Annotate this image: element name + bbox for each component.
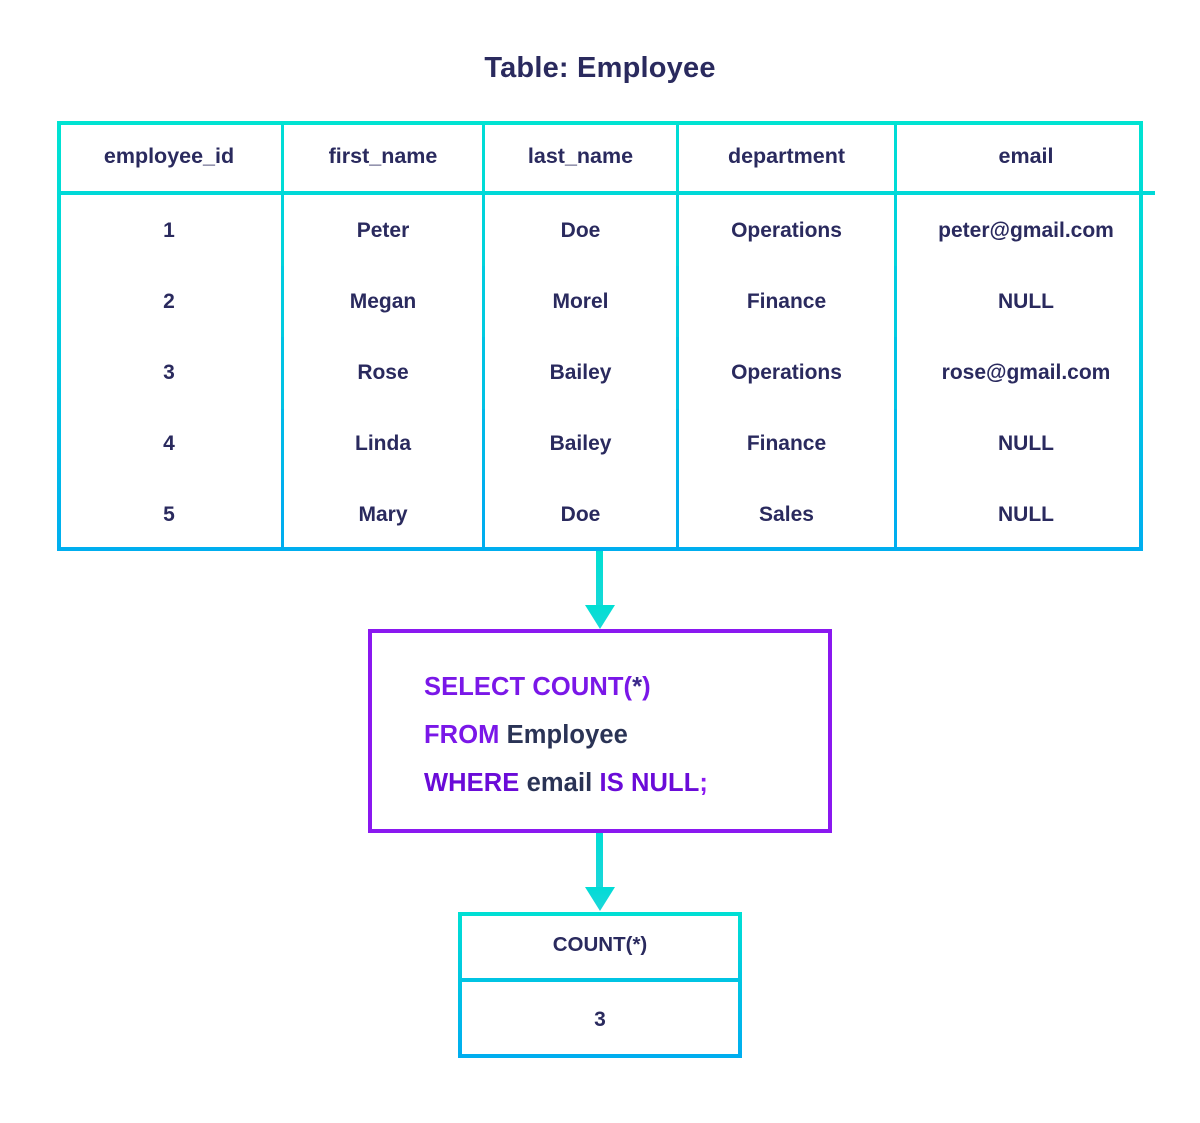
column-header-email: email: [895, 121, 1155, 195]
cell-employee-id: 5: [57, 479, 284, 551]
cell-department: Finance: [677, 408, 897, 480]
column-header-last-name: last_name: [483, 121, 679, 195]
result-table-row: 3: [458, 980, 742, 1058]
cell-employee-id: 2: [57, 266, 284, 338]
cell-first-name: Peter: [282, 193, 485, 267]
arrow-down-icon-query-to-result: [585, 833, 615, 911]
result-column-header-count: COUNT(*): [458, 912, 742, 982]
sql-keyword-where: WHERE: [424, 769, 520, 797]
source-table-grid: employee_id first_name last_name departm…: [57, 121, 1155, 551]
cell-last-name: Bailey: [483, 337, 679, 409]
cell-first-name: Rose: [282, 337, 485, 409]
cell-email: peter@gmail.com: [938, 218, 1114, 242]
cell-email: rose@gmail.com: [941, 361, 1111, 384]
cell-last-name: Morel: [483, 266, 679, 338]
cell-first-name: Megan: [282, 266, 485, 338]
sql-close-paren: ): [642, 673, 651, 701]
cell-email: NULL: [998, 289, 1054, 313]
column-header-employee-id: employee_id: [57, 121, 284, 195]
result-table-header-row: COUNT(*): [458, 912, 742, 982]
sql-keyword-is-null: IS NULL: [599, 769, 700, 797]
source-table-header-row: employee_id first_name last_name departm…: [57, 121, 1155, 195]
column-header-department: department: [677, 121, 897, 195]
column-header-first-name: first_name: [282, 121, 485, 195]
sql-star-glyph: *: [632, 673, 643, 701]
cell-first-name: Mary: [282, 479, 485, 551]
sql-keyword-from: FROM: [424, 721, 500, 749]
source-table: employee_id first_name last_name departm…: [57, 121, 1155, 551]
table-row: 3 Rose Bailey Operations rose@gmail.com: [57, 337, 1155, 409]
result-table: COUNT(*) 3: [458, 912, 742, 1058]
table-row: 2 Megan Morel Finance NULL: [57, 266, 1155, 338]
cell-first-name: Linda: [282, 408, 485, 480]
table-row: 1 Peter Doe Operations peter@gmail.com: [57, 193, 1155, 267]
cell-employee-id: 4: [57, 408, 284, 480]
table-row: 5 Mary Doe Sales NULL: [57, 479, 1155, 551]
result-table-grid: COUNT(*) 3: [458, 912, 742, 1058]
page-title: Table: Employee: [484, 52, 716, 84]
table-row: 4 Linda Bailey Finance NULL: [57, 408, 1155, 480]
cell-employee-id: 3: [57, 337, 284, 409]
cell-employee-id: 1: [57, 193, 284, 267]
sql-terminator: ;: [699, 769, 708, 797]
result-cell-count-value: 3: [594, 1008, 606, 1031]
arrow-down-icon-table-to-query: [585, 551, 615, 629]
sql-keyword-select-count: SELECT COUNT: [424, 673, 624, 701]
cell-last-name: Doe: [483, 193, 679, 267]
cell-department: Sales: [677, 479, 897, 551]
sql-query-text: SELECT COUNT(*) FROM Employee WHERE emai…: [424, 663, 708, 807]
cell-last-name: Bailey: [483, 408, 679, 480]
cell-email: NULL: [998, 432, 1054, 456]
cell-department: Operations: [677, 337, 897, 409]
sql-open-paren: (: [623, 673, 633, 701]
sql-identifier-email: email: [526, 769, 593, 797]
cell-last-name: Doe: [483, 479, 679, 551]
sql-identifier-employee: Employee: [506, 721, 628, 749]
cell-department: Finance: [677, 266, 897, 338]
sql-query-box: SELECT COUNT(*) FROM Employee WHERE emai…: [368, 629, 832, 833]
cell-email: NULL: [998, 503, 1054, 527]
cell-department: Operations: [677, 193, 897, 267]
